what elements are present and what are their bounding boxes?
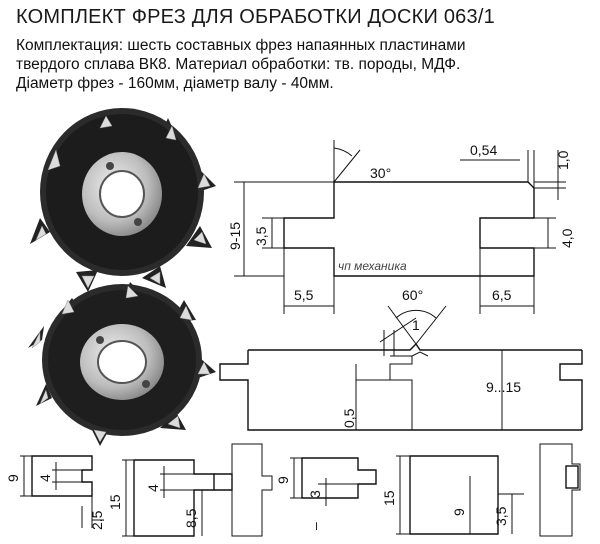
dim-9: 9	[275, 476, 291, 484]
dim-dash: –	[307, 522, 323, 530]
joint-drawing: 60° 1 0,5 9...15	[219, 287, 583, 431]
joint-dim-915: 9...15	[486, 379, 521, 395]
dim-15: 15	[107, 494, 123, 510]
angle-label: 30°	[370, 165, 391, 181]
dim-55: 5,5	[294, 287, 314, 303]
joint-angle: 60°	[402, 287, 423, 303]
page-title: КОМПЛЕКТ ФРЕЗ ДЛЯ ОБРАБОТКИ ДОСКИ 063/1	[16, 6, 495, 28]
cutter-photo-top	[30, 108, 216, 292]
dim-85: 8,5	[183, 508, 199, 528]
dim-9: 9	[5, 474, 21, 482]
dim-9: 9	[451, 508, 467, 516]
dim-4: 4	[145, 484, 161, 492]
profile-small-1: 9 4 2,5	[5, 455, 105, 530]
dim-65: 6,5	[492, 287, 512, 303]
joint-dim-05: 0,5	[341, 408, 357, 428]
description: Комплектация: шесть составных фрез напая…	[16, 36, 466, 93]
description-line: Діаметр фрез - 160мм, діаметр валу - 40м…	[16, 75, 334, 92]
dim-3: 3	[307, 490, 323, 498]
joint-dim-1: 1	[412, 317, 420, 333]
description-line: Комплектация: шесть составных фрез напая…	[16, 37, 466, 54]
dim-35: 3,5	[253, 226, 269, 246]
watermark: чп механика	[338, 259, 407, 273]
dim-054: 0,54	[470, 142, 497, 158]
cutter-photo-bottom	[28, 282, 216, 446]
profile-small-3: 9 3 –	[275, 457, 377, 530]
board-profile	[283, 181, 535, 277]
profile-small-4: 15 9 3,5	[381, 443, 581, 537]
dim-25: 2,5	[89, 510, 105, 530]
dim-10: 1,0	[555, 150, 571, 170]
dim-35: 3,5	[493, 506, 509, 526]
profile-small-2: 15 4 8,5	[107, 443, 273, 537]
description-line: твердого сплава ВК8. Материал обработки:…	[16, 56, 461, 73]
dim-15: 15	[381, 490, 397, 506]
board-profile-drawing: чп механика 30° 0,54 1,0 4,0 9-15 3,5	[227, 140, 575, 314]
dim-915: 9-15	[227, 222, 243, 250]
dim-4: 4	[37, 474, 53, 482]
dim-40: 4,0	[559, 228, 575, 248]
